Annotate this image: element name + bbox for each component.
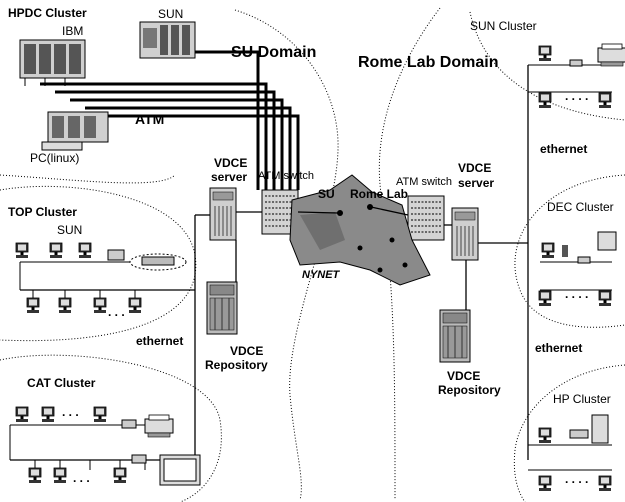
nynet-map-icon bbox=[289, 174, 431, 286]
dec-cluster-boundary bbox=[514, 174, 625, 328]
svg-text:. . . .: . . . . bbox=[565, 287, 588, 301]
sun-rack bbox=[139, 21, 196, 59]
cat-cluster-boundary bbox=[0, 354, 222, 502]
atm-label: ATM bbox=[135, 111, 165, 127]
svg-text:. . .: . . . bbox=[73, 471, 90, 485]
hpdc-cluster-label: HPDC Cluster bbox=[8, 6, 87, 20]
su-label: SU bbox=[318, 187, 335, 201]
sun-left-label: SUN bbox=[57, 223, 83, 237]
linux-pcs bbox=[41, 111, 109, 151]
vdce-repository-right-label-2: Repository bbox=[438, 383, 501, 397]
nynet-label: NYNET bbox=[302, 269, 340, 281]
vdce-server-left-label-2: server bbox=[211, 170, 248, 184]
svg-text:. . . .: . . . . bbox=[565, 472, 588, 486]
hpdc-cluster-boundary bbox=[0, 174, 176, 184]
vdce-repository-left-label-1: VDCE bbox=[230, 344, 264, 358]
hp-cluster-boundary bbox=[513, 364, 625, 502]
pc-linux-label: PC(linux) bbox=[30, 151, 80, 165]
top-cluster-label: TOP Cluster bbox=[8, 205, 77, 219]
atm-switch-left-label: ATM switch bbox=[258, 170, 315, 182]
vdce-server-left-label-1: VDCE bbox=[214, 156, 248, 170]
svg-text:. . .: . . . bbox=[62, 405, 79, 419]
vdce-server-right-label-1: VDCE bbox=[458, 161, 492, 175]
vdce-server-left-icon bbox=[209, 187, 237, 241]
ellipsis-top: . . . bbox=[108, 305, 125, 319]
vdce-repository-right-label-1: VDCE bbox=[447, 369, 481, 383]
cat-cluster-label: CAT Cluster bbox=[27, 376, 96, 390]
vdce-server-right-label-2: server bbox=[458, 176, 495, 190]
atm-fiber-bundle bbox=[40, 50, 300, 190]
ibm-machines bbox=[19, 39, 86, 86]
ibm-label: IBM bbox=[62, 24, 84, 38]
vdce-repository-left-icon bbox=[206, 281, 238, 335]
vdce-repository-right-icon bbox=[439, 309, 471, 363]
su-domain-label: SU Domain bbox=[231, 44, 317, 61]
sun-cluster-boundary bbox=[469, 11, 625, 121]
ethernet-right-top-label: ethernet bbox=[540, 142, 588, 156]
atm-switch-right-label: ATM switch bbox=[396, 176, 453, 188]
dec-cluster-label: DEC Cluster bbox=[547, 200, 614, 214]
ethernet-right-mid-label: ethernet bbox=[535, 341, 583, 355]
sun-cluster-label: SUN Cluster bbox=[470, 19, 537, 33]
rome-lab-domain-label: Rome Lab Domain bbox=[358, 54, 499, 71]
svg-text:. . . .: . . . . bbox=[565, 89, 588, 103]
rome-lab-label: Rome Lab bbox=[350, 187, 409, 201]
su-domain-boundary bbox=[234, 9, 339, 501]
ethernet-left-label: ethernet bbox=[136, 334, 184, 348]
hp-cluster-label: HP Cluster bbox=[553, 392, 611, 406]
vdce-server-right-icon bbox=[451, 207, 479, 261]
sun-top-label: SUN bbox=[158, 7, 184, 21]
atm-switch-right-icon bbox=[407, 195, 445, 241]
vdce-repository-left-label-2: Repository bbox=[205, 358, 268, 372]
